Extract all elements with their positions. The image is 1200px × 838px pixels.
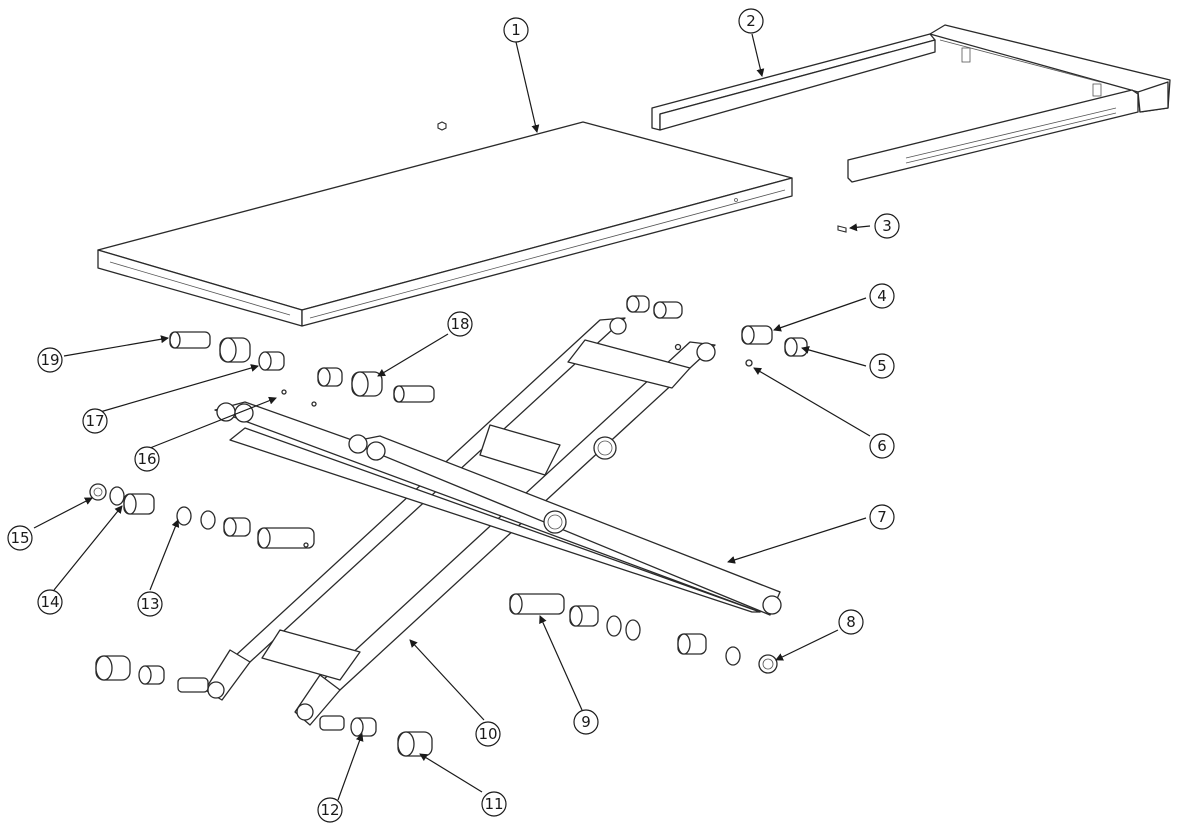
callout-number-4: 4 [877,287,887,305]
callout-number-13: 13 [140,595,159,613]
callout-circle-16 [134,446,160,472]
callout-circle-6 [869,433,895,459]
callout-1: 1 [503,17,529,43]
bushings-bottom-left [95,655,433,757]
callout-17: 17 [82,408,108,434]
callout-number-10: 10 [478,725,497,743]
callout-number-9: 9 [581,713,591,731]
screw-3 [837,225,847,233]
callout-circle-17 [82,408,108,434]
callout-number-15: 15 [10,529,29,547]
callout-circle-15 [7,525,33,551]
callout-9: 9 [573,709,599,735]
callout-number-11: 11 [484,795,503,813]
callout-circle-19 [37,347,63,373]
callout-circle-7 [869,504,895,530]
callout-circle-4 [869,283,895,309]
callout-11: 11 [481,791,507,817]
scissor-arm-inner [204,317,716,726]
callout-circle-12 [317,797,343,823]
callout-7: 7 [869,504,895,530]
callout-18: 18 [447,311,473,337]
platform-top [97,121,793,327]
callout-14: 14 [37,589,63,615]
callout-number-3: 3 [882,217,892,235]
callout-number-17: 17 [85,412,104,430]
callout-number-18: 18 [450,315,469,333]
pins-top-right [626,295,808,367]
callout-number-2: 2 [746,12,756,30]
callout-circle-10 [475,721,501,747]
callout-10: 10 [475,721,501,747]
callout-number-8: 8 [846,613,856,631]
callout-circle-14 [37,589,63,615]
bushings-left [169,331,435,407]
callout-circle-1 [503,17,529,43]
callout-6: 6 [869,433,895,459]
extension-frame [651,24,1171,183]
callout-8: 8 [838,609,864,635]
callout-number-19: 19 [40,351,59,369]
callout-2: 2 [738,8,764,34]
callout-4: 4 [869,283,895,309]
scissor-arm-outer [214,401,782,616]
callout-16: 16 [134,446,160,472]
callout-19: 19 [37,347,63,373]
callout-circle-13 [137,591,163,617]
callout-number-12: 12 [320,801,339,819]
callout-number-14: 14 [40,593,59,611]
callout-number-7: 7 [877,508,887,526]
callout-circle-11 [481,791,507,817]
leader-lines [33,33,871,801]
callout-number-6: 6 [877,437,887,455]
callout-number-1: 1 [511,21,521,39]
callout-circle-2 [738,8,764,34]
callout-circle-18 [447,311,473,337]
callout-circle-9 [573,709,599,735]
callout-3: 3 [874,213,900,239]
callout-circle-5 [869,353,895,379]
callout-circle-8 [838,609,864,635]
pins-left-middle [89,483,315,549]
callout-number-16: 16 [137,450,156,468]
pins-bottom-right [509,593,778,674]
callout-number-5: 5 [877,357,887,375]
callout-13: 13 [137,591,163,617]
callout-15: 15 [7,525,33,551]
callout-circle-3 [874,213,900,239]
callout-5: 5 [869,353,895,379]
callout-12: 12 [317,797,343,823]
